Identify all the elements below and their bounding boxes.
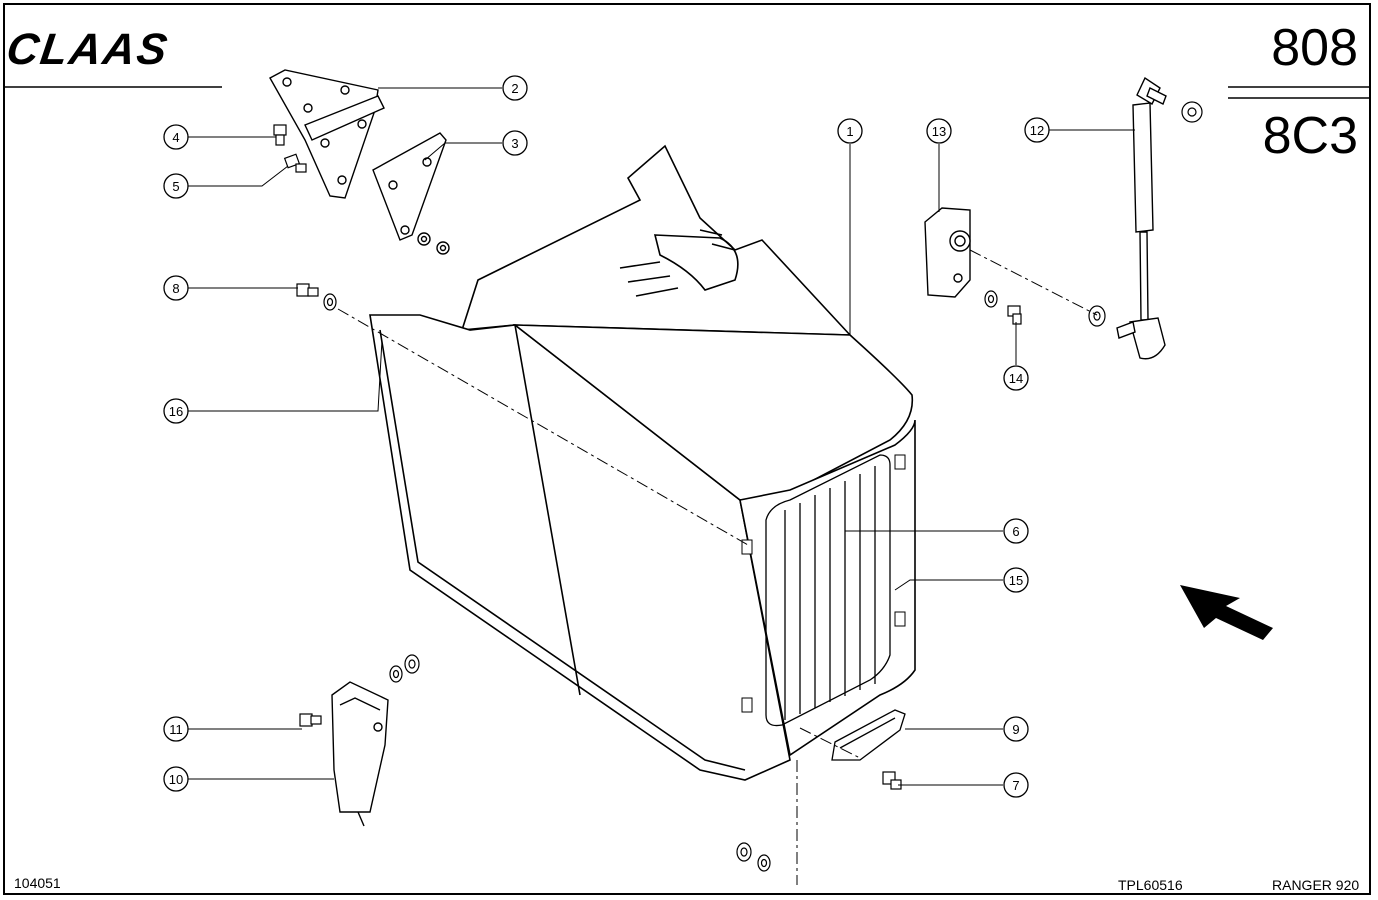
callout-5: 5 [163, 173, 189, 199]
callout-label-9: 9 [1012, 722, 1019, 737]
callout-label-3: 3 [511, 136, 518, 151]
callout-13: 13 [926, 118, 952, 144]
reference-code: TPL60516 [1118, 877, 1183, 893]
callout-11: 11 [163, 716, 189, 742]
callout-8: 8 [163, 275, 189, 301]
sheet-frame [3, 3, 1371, 895]
callout-3: 3 [502, 130, 528, 156]
callout-15: 15 [1003, 567, 1029, 593]
callout-label-1: 1 [846, 124, 853, 139]
brand-logo-text: CLAAS [4, 25, 172, 74]
drawing-id: 104051 [14, 875, 61, 891]
leader-lines [188, 87, 1135, 786]
assembly-lines [337, 249, 1098, 885]
sheet-code: 8C3 [1262, 107, 1358, 165]
callout-label-7: 7 [1012, 778, 1019, 793]
callout-label-12: 12 [1030, 123, 1044, 138]
callout-7: 7 [1003, 772, 1029, 798]
claas-logo: CLAAS [4, 25, 172, 74]
plate [372, 132, 450, 255]
callout-label-4: 4 [172, 130, 179, 145]
grille-panel [765, 454, 891, 727]
callout-6: 6 [1003, 518, 1029, 544]
support [331, 681, 389, 827]
small-bolts [273, 101, 1203, 872]
callout-label-13: 13 [932, 124, 946, 139]
arrow-up-left-icon [1180, 585, 1273, 640]
fastening-points [741, 454, 906, 713]
latch [831, 709, 906, 761]
callout-label-15: 15 [1009, 573, 1023, 588]
callout-12: 12 [1024, 117, 1050, 143]
callout-label-11: 11 [169, 722, 183, 737]
sheet-number: 808 [1271, 19, 1358, 77]
callout-label-6: 6 [1012, 524, 1019, 539]
hood-body [369, 144, 916, 781]
callout-16: 16 [163, 398, 189, 424]
callout-label-2: 2 [511, 81, 518, 96]
callout-4: 4 [163, 124, 189, 150]
callout-9: 9 [1003, 716, 1029, 742]
callout-label-8: 8 [172, 281, 179, 296]
callout-2: 2 [502, 75, 528, 101]
hinge-plate [269, 69, 385, 199]
callout-label-14: 14 [1009, 371, 1023, 386]
callout-label-16: 16 [169, 404, 183, 419]
callout-14: 14 [1003, 365, 1029, 391]
callout-1: 1 [837, 118, 863, 144]
callout-10: 10 [163, 766, 189, 792]
bracket [924, 207, 971, 298]
model-name: RANGER 920 [1272, 877, 1360, 893]
gas-strut [1116, 76, 1167, 360]
callout-label-10: 10 [169, 772, 183, 787]
callout-label-5: 5 [172, 179, 179, 194]
callout-bubbles: 2 3 4 5 8 16 1 13 12 14 6 15 9 7 11 10 [163, 75, 1050, 798]
